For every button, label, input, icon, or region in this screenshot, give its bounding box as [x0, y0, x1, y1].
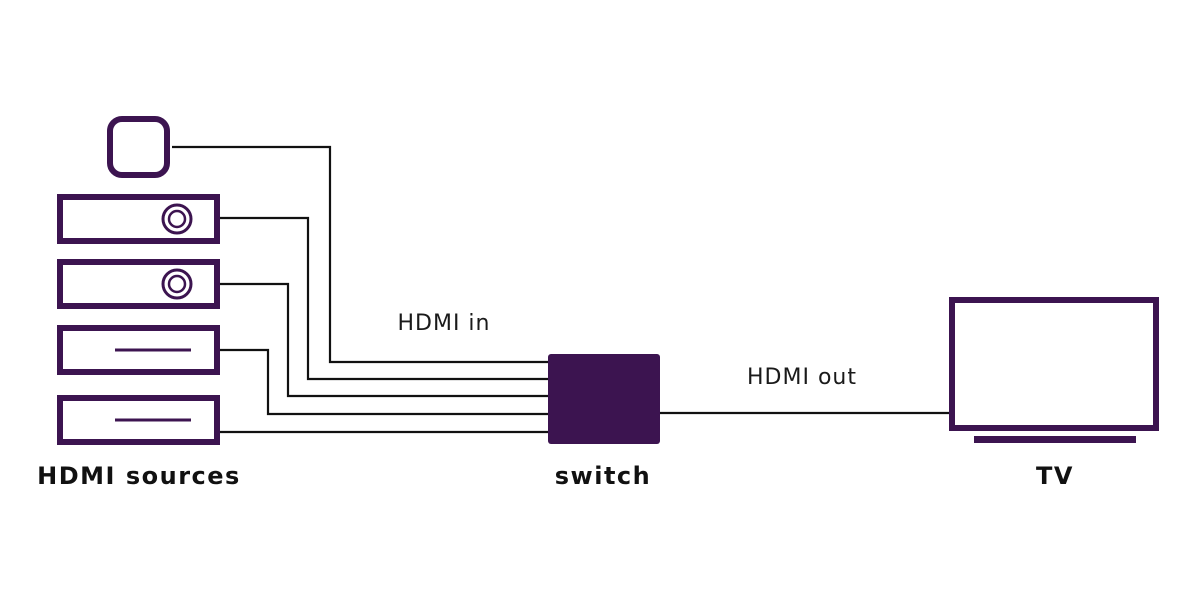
tv-stand [974, 436, 1136, 443]
hdmi-in-cables [172, 145, 548, 434]
tv-icon [949, 297, 1159, 443]
streaming-box-icon [107, 116, 170, 178]
switch-label: switch [555, 462, 651, 490]
cable-source-3 [218, 282, 548, 398]
disc-ring-inner [167, 209, 187, 229]
tv-label: TV [1036, 462, 1074, 490]
disc-player-icon [57, 194, 220, 244]
switch-box [548, 354, 660, 444]
hdmi-sources [57, 116, 220, 445]
cable-source-1 [172, 145, 548, 364]
disc-ring-outer [161, 203, 193, 235]
disc-ring-inner [167, 274, 187, 294]
hdmi-in-label: HDMI in [397, 311, 490, 336]
disc-player-icon [57, 259, 220, 309]
hdmi-sources-label: HDMI sources [37, 462, 241, 490]
disc-ring-outer [161, 268, 193, 300]
tv-screen [949, 297, 1159, 431]
cable-source-2 [218, 216, 548, 381]
hdmi-out-label: HDMI out [747, 365, 857, 390]
cable-source-4 [218, 348, 548, 416]
